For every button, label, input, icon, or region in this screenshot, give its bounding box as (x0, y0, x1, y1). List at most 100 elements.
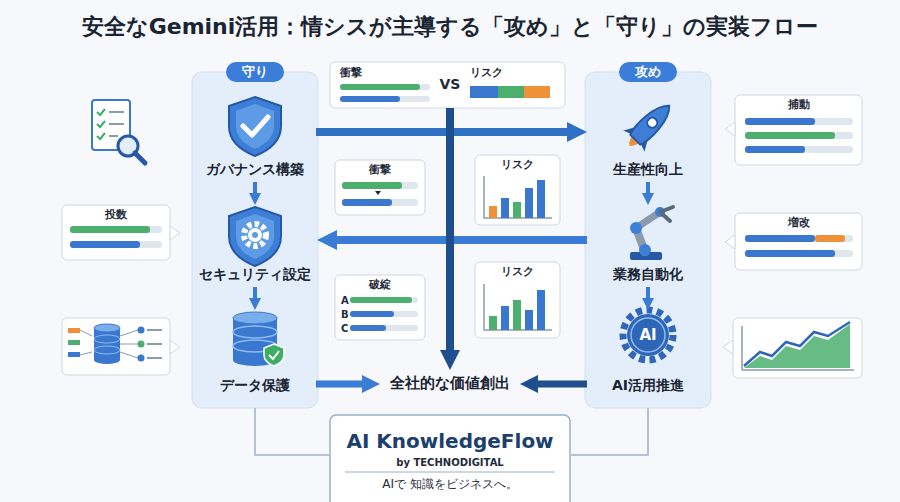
node-text: 生産性向上 (613, 161, 683, 179)
shield-gear-icon (229, 207, 281, 266)
shield-gear-icon (244, 224, 266, 246)
cards (735, 95, 862, 165)
bar-tracks (70, 84, 853, 331)
bar-tracks (350, 297, 418, 303)
bar-fills (340, 96, 400, 102)
node-text: AI活用推進 (612, 377, 684, 395)
shield-check-icon (236, 104, 274, 149)
flow-arrow (646, 182, 650, 199)
node-text: 全社的な価値創出 (390, 374, 510, 393)
bar-chart (525, 310, 533, 330)
compare-card: 衝撃VSリスク (330, 62, 565, 108)
bar-tracks (745, 250, 853, 257)
bar-fills (340, 84, 420, 90)
bar-fills (745, 132, 835, 139)
checklist-icon (92, 100, 145, 163)
cards (330, 415, 570, 502)
node-text: リスク (501, 158, 534, 172)
data-list-icon (80, 352, 92, 355)
node-subtext: C (341, 323, 348, 336)
bar-fills (70, 84, 845, 331)
cards (170, 226, 180, 354)
step-box: データ保護 (194, 310, 316, 398)
flow-arrow (316, 381, 371, 388)
robot-arm-icon (660, 207, 673, 221)
flow-arrow (529, 381, 587, 388)
title: 安全なGemini活用：情シスが主導する「攻め」と「守り」の実装フロー (0, 12, 900, 42)
brand-box: AI KnowledgeFlowby TECHNODIGITALAIで 知識をビ… (330, 415, 570, 502)
link-line (570, 408, 648, 455)
cards (345, 472, 555, 473)
bar-chart (525, 188, 533, 218)
bar-fills (524, 86, 550, 98)
node-text: 攻め (619, 62, 677, 82)
checklist-icon (109, 112, 124, 136)
node-text: データ保護 (220, 377, 290, 395)
node-text: ガバナンス構築 (206, 161, 304, 179)
data-list-icon (68, 328, 80, 333)
node-text: 投数 (105, 208, 127, 222)
bar-tracks (340, 84, 430, 90)
bar-fills (470, 86, 498, 98)
bar-tracks (745, 235, 853, 242)
line-chart (742, 322, 854, 370)
cards (330, 62, 565, 108)
step-box: セキュリティ設定 (193, 205, 317, 287)
data-list-icon (147, 330, 162, 358)
bar-chart (537, 180, 545, 218)
chart-card: リスク (475, 155, 560, 225)
bar-chart (501, 306, 509, 330)
step-box: 生産性向上 (587, 95, 709, 182)
rocket-icon (629, 99, 676, 146)
node-subtext: A (341, 295, 349, 308)
data-list-icon (138, 341, 145, 348)
step-box: AI活用推進 (587, 310, 709, 398)
bar-fills (342, 182, 402, 189)
node-text: 衝撃 (369, 163, 391, 177)
bar-fills (745, 235, 815, 242)
cards (723, 122, 735, 354)
flow-arrow (446, 108, 454, 360)
node-text: 衝撃 (340, 66, 362, 80)
shield-check-icon (229, 97, 281, 156)
bar-chart (489, 206, 497, 218)
database-icon (233, 326, 277, 338)
data-list-icon (68, 352, 80, 357)
step-box: 業務自動化 (587, 205, 709, 287)
shield-check-icon (229, 97, 281, 156)
shield-gear-icon (248, 228, 262, 242)
chart-card: リスク (475, 262, 560, 338)
bar-tracks (342, 182, 418, 189)
ai-gear-icon (623, 310, 673, 360)
node-text: セキュリティ設定 (199, 266, 311, 284)
bar-fills (342, 199, 392, 206)
bar-tracks (745, 118, 853, 125)
data-list-icon (94, 328, 120, 360)
callout-card: 増改 (735, 213, 862, 270)
node-text: 業務自動化 (613, 266, 683, 284)
ai-gear-icon (623, 310, 673, 360)
rocket-icon (619, 95, 680, 156)
bar-tracks (342, 199, 418, 206)
shield-gear-icon (252, 232, 258, 238)
icon-label: AI (639, 326, 656, 344)
flow-arrow (253, 287, 257, 304)
bar-fills (745, 250, 835, 257)
line-chart (744, 322, 850, 366)
robot-arm-icon (639, 244, 651, 256)
shield-check-icon (243, 117, 268, 135)
callout-card: 投数 (62, 205, 170, 260)
bar-tracks (350, 311, 418, 317)
node-subtext: B (341, 309, 349, 322)
bar-tracks (745, 146, 853, 153)
node-subtext: by TECHNODIGITAL (396, 457, 504, 470)
node-text: 捕動 (788, 98, 810, 112)
cards (335, 160, 425, 215)
cards (475, 155, 560, 225)
panel: 攻め生産性向上業務自動化AI活用推進 (585, 72, 711, 408)
bar-fills (70, 226, 150, 233)
data-list-icon (138, 327, 145, 334)
flow-arrow (253, 182, 257, 199)
data-list-icon (68, 324, 162, 364)
